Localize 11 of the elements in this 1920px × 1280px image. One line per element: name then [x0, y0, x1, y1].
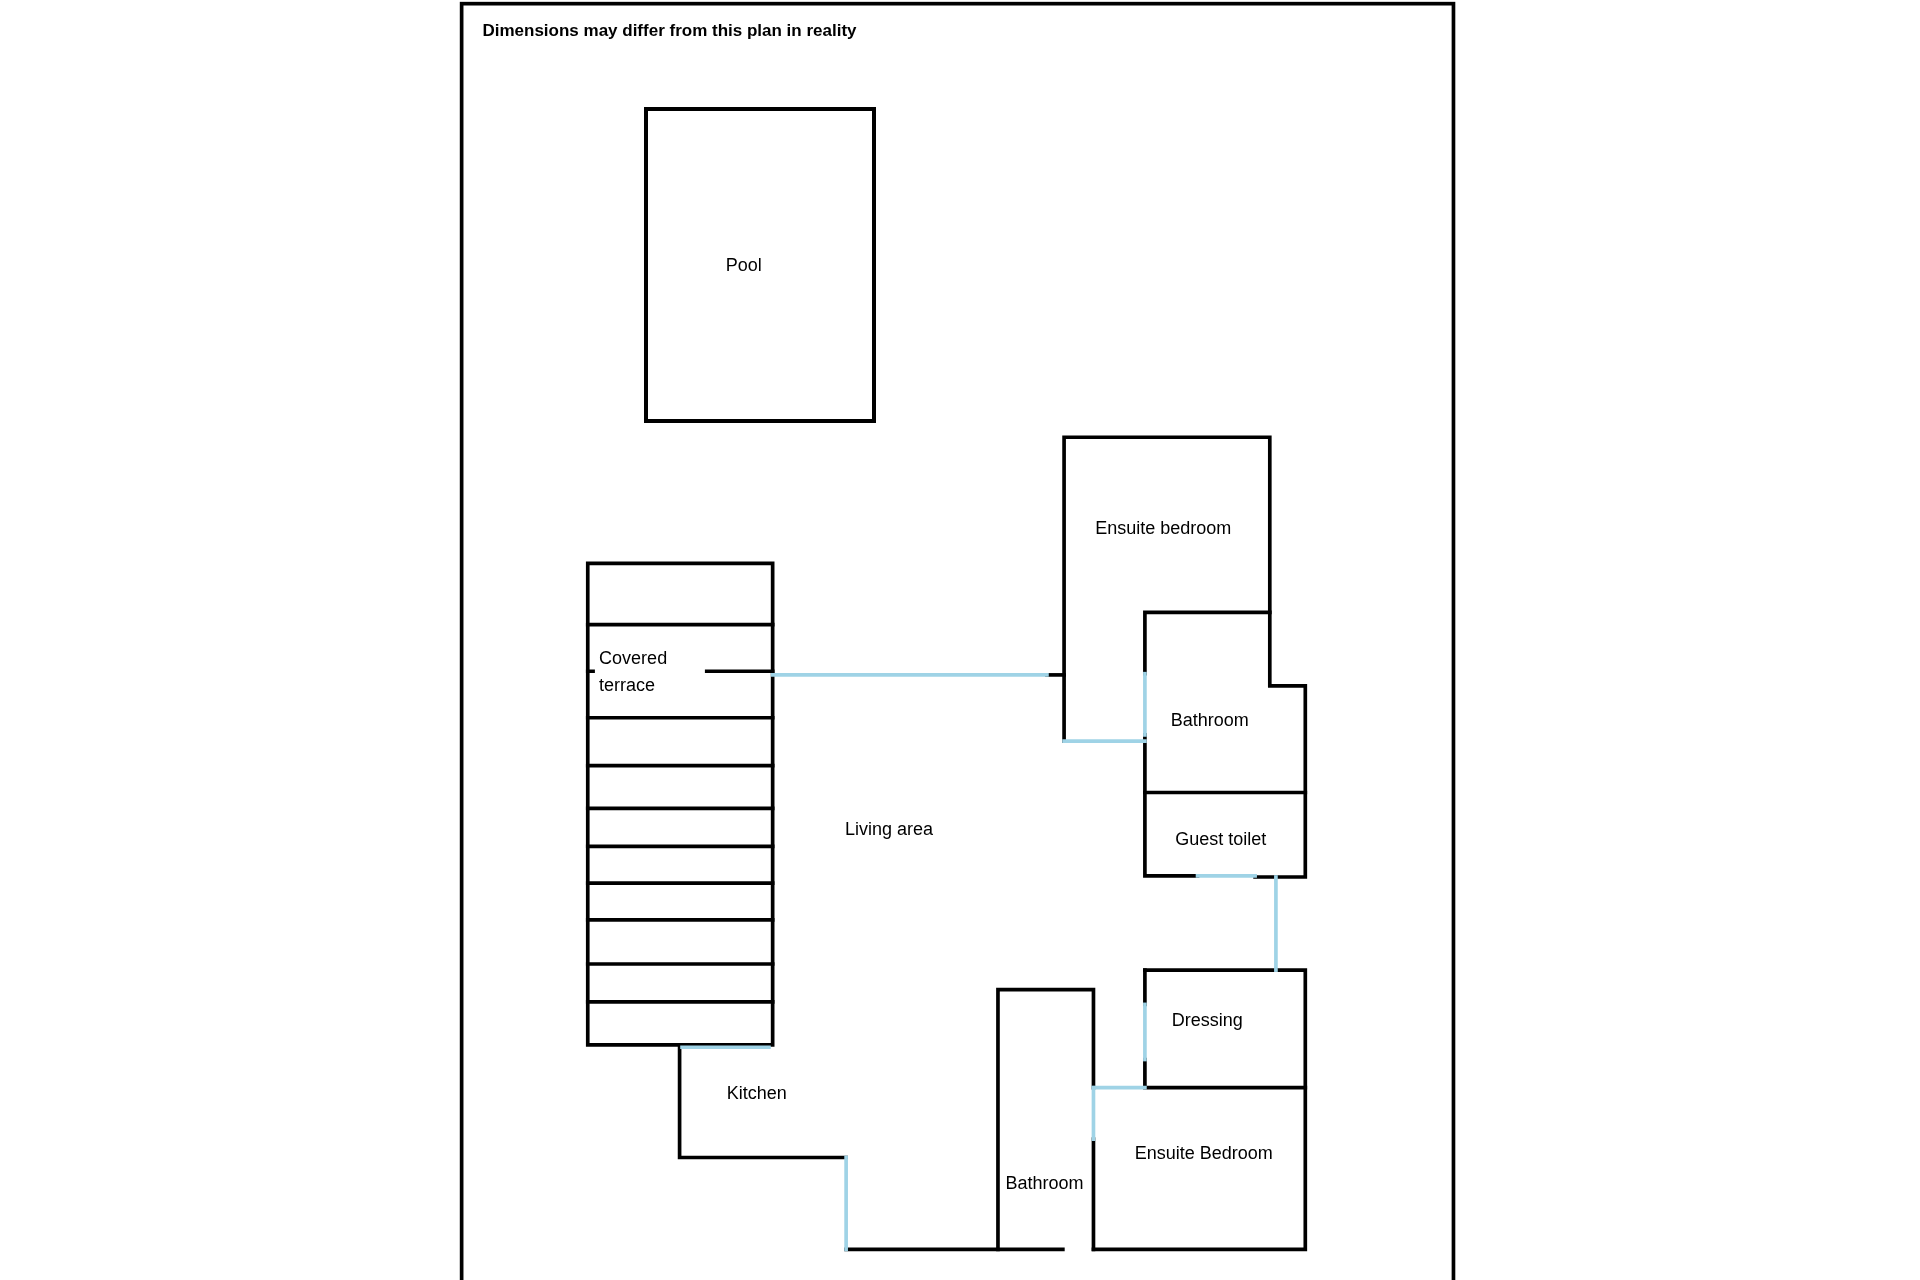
room-label: Ensuite Bedroom: [1134, 1139, 1273, 1167]
room-label: Pool: [725, 253, 762, 277]
room-label: Guest toilet: [1175, 825, 1267, 853]
room-label: Living area: [844, 815, 933, 843]
room-label: Bathroom: [1170, 706, 1249, 734]
room-label: Bathroom: [1005, 1169, 1084, 1197]
room-label: Dressing: [1171, 1006, 1243, 1034]
pool-outline: [644, 106, 876, 423]
note-text: Dimensions may differ from this plan in reality: [482, 20, 857, 43]
room-label: Kitchen: [726, 1079, 787, 1107]
room-label: Ensuite bedroom: [1095, 514, 1232, 542]
